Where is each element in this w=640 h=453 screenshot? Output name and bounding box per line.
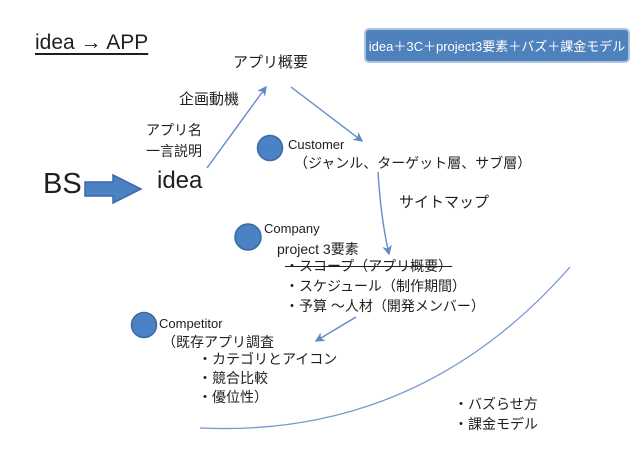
- app-name-line2: 一言説明: [146, 143, 202, 159]
- competitor-item-category: ・カテゴリとアイコン: [198, 351, 338, 367]
- bottom-note-buzz: ・バズらせ方: [454, 396, 538, 412]
- bottom-note-monetize: ・課金モデル: [454, 416, 538, 432]
- company-item-scope: ・スコープ（アプリ概要）: [285, 258, 453, 274]
- company-item-budget: ・予算 ～人材（開発メンバー）: [285, 298, 485, 314]
- overview-to-customer-arrow: [290, 86, 364, 142]
- company-to-competitor-arrow: [314, 316, 357, 342]
- competitor-item-comparison: ・競合比較: [198, 370, 268, 386]
- app-overview-label: アプリ概要: [233, 54, 309, 71]
- sitemap-label: サイトマップ: [399, 194, 490, 211]
- app-name-line1: アプリ名: [146, 122, 202, 138]
- app-name-note: アプリ名 一言説明: [146, 120, 202, 162]
- customer-detail: （ジャンル、ターゲット層、サブ層）: [294, 155, 532, 171]
- competitor-label: Competitor: [159, 316, 223, 331]
- company-item-schedule: ・スケジュール（制作期間）: [285, 278, 467, 294]
- company-subtitle: project 3要素: [277, 241, 359, 257]
- company-item-list: ・スコープ（アプリ概要） ・スケジュール（制作期間） ・予算 ～人材（開発メンバ…: [285, 256, 485, 316]
- planning-motive-label: 企画動機: [179, 91, 240, 108]
- competitor-item-list: ・カテゴリとアイコン ・競合比較 ・優位性）: [198, 350, 337, 407]
- customer-label: Customer: [288, 137, 345, 152]
- company-label: Company: [264, 221, 320, 236]
- customer-circle: [256, 134, 284, 162]
- bs-to-idea-block-arrow: [84, 173, 143, 205]
- page-title: idea → APP: [35, 31, 149, 54]
- bottom-note-list: ・バズらせ方 ・課金モデル: [454, 394, 538, 434]
- bs-label: BS: [43, 168, 82, 200]
- summary-box: idea＋3C＋project3要素＋バズ＋課金モデル: [364, 28, 630, 63]
- company-circle: [234, 223, 262, 251]
- summary-box-label: idea＋3C＋project3要素＋バズ＋課金モデル: [368, 39, 626, 54]
- idea-label: idea: [157, 167, 203, 194]
- competitor-circle: [130, 311, 158, 339]
- competitor-item-advantage: ・優位性）: [198, 389, 268, 405]
- competitor-subtitle: （既存アプリ調査: [162, 334, 274, 350]
- customer-to-company-arrow: [377, 171, 392, 256]
